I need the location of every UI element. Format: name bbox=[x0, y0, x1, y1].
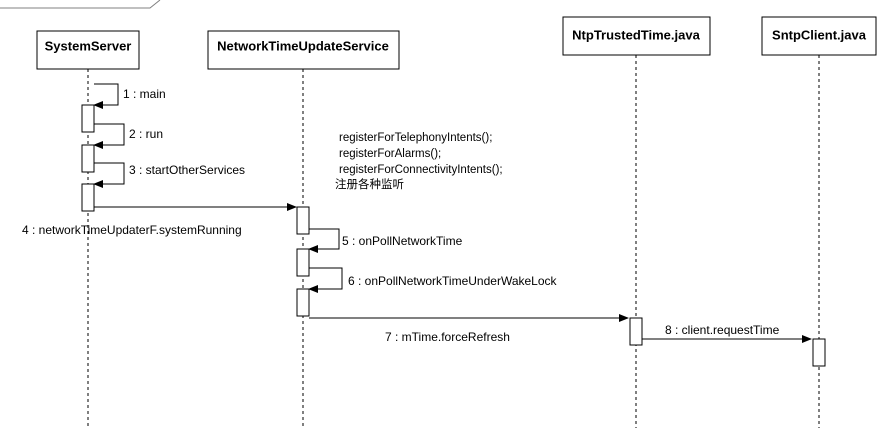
message-arrow bbox=[93, 123, 125, 149]
note-line: registerForAlarms(); bbox=[339, 148, 441, 160]
message-label: 3 : startOtherServices bbox=[129, 163, 245, 177]
message-label: 8 : client.requestTime bbox=[665, 323, 780, 337]
message-arrow bbox=[93, 162, 125, 188]
participant-sntp-client: SntpClient.java bbox=[761, 16, 877, 56]
participant-ntp-trusted-time: NtpTrustedTime.java bbox=[562, 16, 711, 56]
activation-bar bbox=[81, 144, 95, 173]
activation-bar bbox=[81, 183, 95, 212]
participant-box bbox=[562, 16, 711, 56]
message-4: 4 : networkTimeUpdaterF.systemRunning bbox=[22, 203, 297, 237]
message-arrow bbox=[93, 83, 119, 109]
message-label: 1 : main bbox=[123, 87, 166, 101]
message-arrow bbox=[308, 228, 340, 253]
participant-box bbox=[36, 30, 140, 70]
note-line: registerForTelephonyIntents(); bbox=[339, 132, 492, 144]
note: registerForTelephonyIntents(); registerF… bbox=[335, 132, 503, 191]
message-5: 5 : onPollNetworkTime bbox=[308, 228, 463, 253]
participant-network-time-update-service: NetworkTimeUpdateService bbox=[207, 30, 400, 70]
message-7: 7 : mTime.forceRefresh bbox=[309, 314, 629, 344]
participant-label: SystemServer bbox=[45, 39, 132, 54]
message-label: 7 : mTime.forceRefresh bbox=[385, 330, 510, 344]
message-label: 2 : run bbox=[129, 127, 163, 141]
message-label: 4 : networkTimeUpdaterF.systemRunning bbox=[22, 223, 242, 237]
activation-bar bbox=[296, 248, 310, 277]
participant-label: NtpTrustedTime.java bbox=[572, 28, 700, 43]
message-label: 6 : onPollNetworkTimeUnderWakeLock bbox=[348, 274, 558, 288]
participant-system-server: SystemServer bbox=[36, 30, 140, 70]
message-2: 2 : run bbox=[93, 123, 163, 149]
message-1: 1 : main bbox=[93, 83, 166, 109]
message-label: 5 : onPollNetworkTime bbox=[342, 234, 463, 248]
note-line: 注册各种监听 bbox=[335, 177, 404, 191]
message-6: 6 : onPollNetworkTimeUnderWakeLock bbox=[308, 267, 558, 293]
activation-bar bbox=[296, 206, 310, 235]
participant-box bbox=[207, 30, 400, 70]
participant-box bbox=[761, 16, 877, 56]
activation-bar bbox=[629, 317, 643, 346]
activation-bar bbox=[81, 104, 95, 133]
message-arrow bbox=[308, 267, 343, 293]
participant-label: NetworkTimeUpdateService bbox=[217, 39, 389, 54]
activation-bar bbox=[812, 338, 826, 367]
message-8: 8 : client.requestTime bbox=[642, 323, 812, 343]
activation-bar bbox=[296, 288, 310, 317]
message-3: 3 : startOtherServices bbox=[93, 162, 245, 188]
frame-tab bbox=[0, 0, 161, 9]
note-line: registerForConnectivityIntents(); bbox=[339, 164, 503, 176]
participant-label: SntpClient.java bbox=[772, 28, 867, 43]
